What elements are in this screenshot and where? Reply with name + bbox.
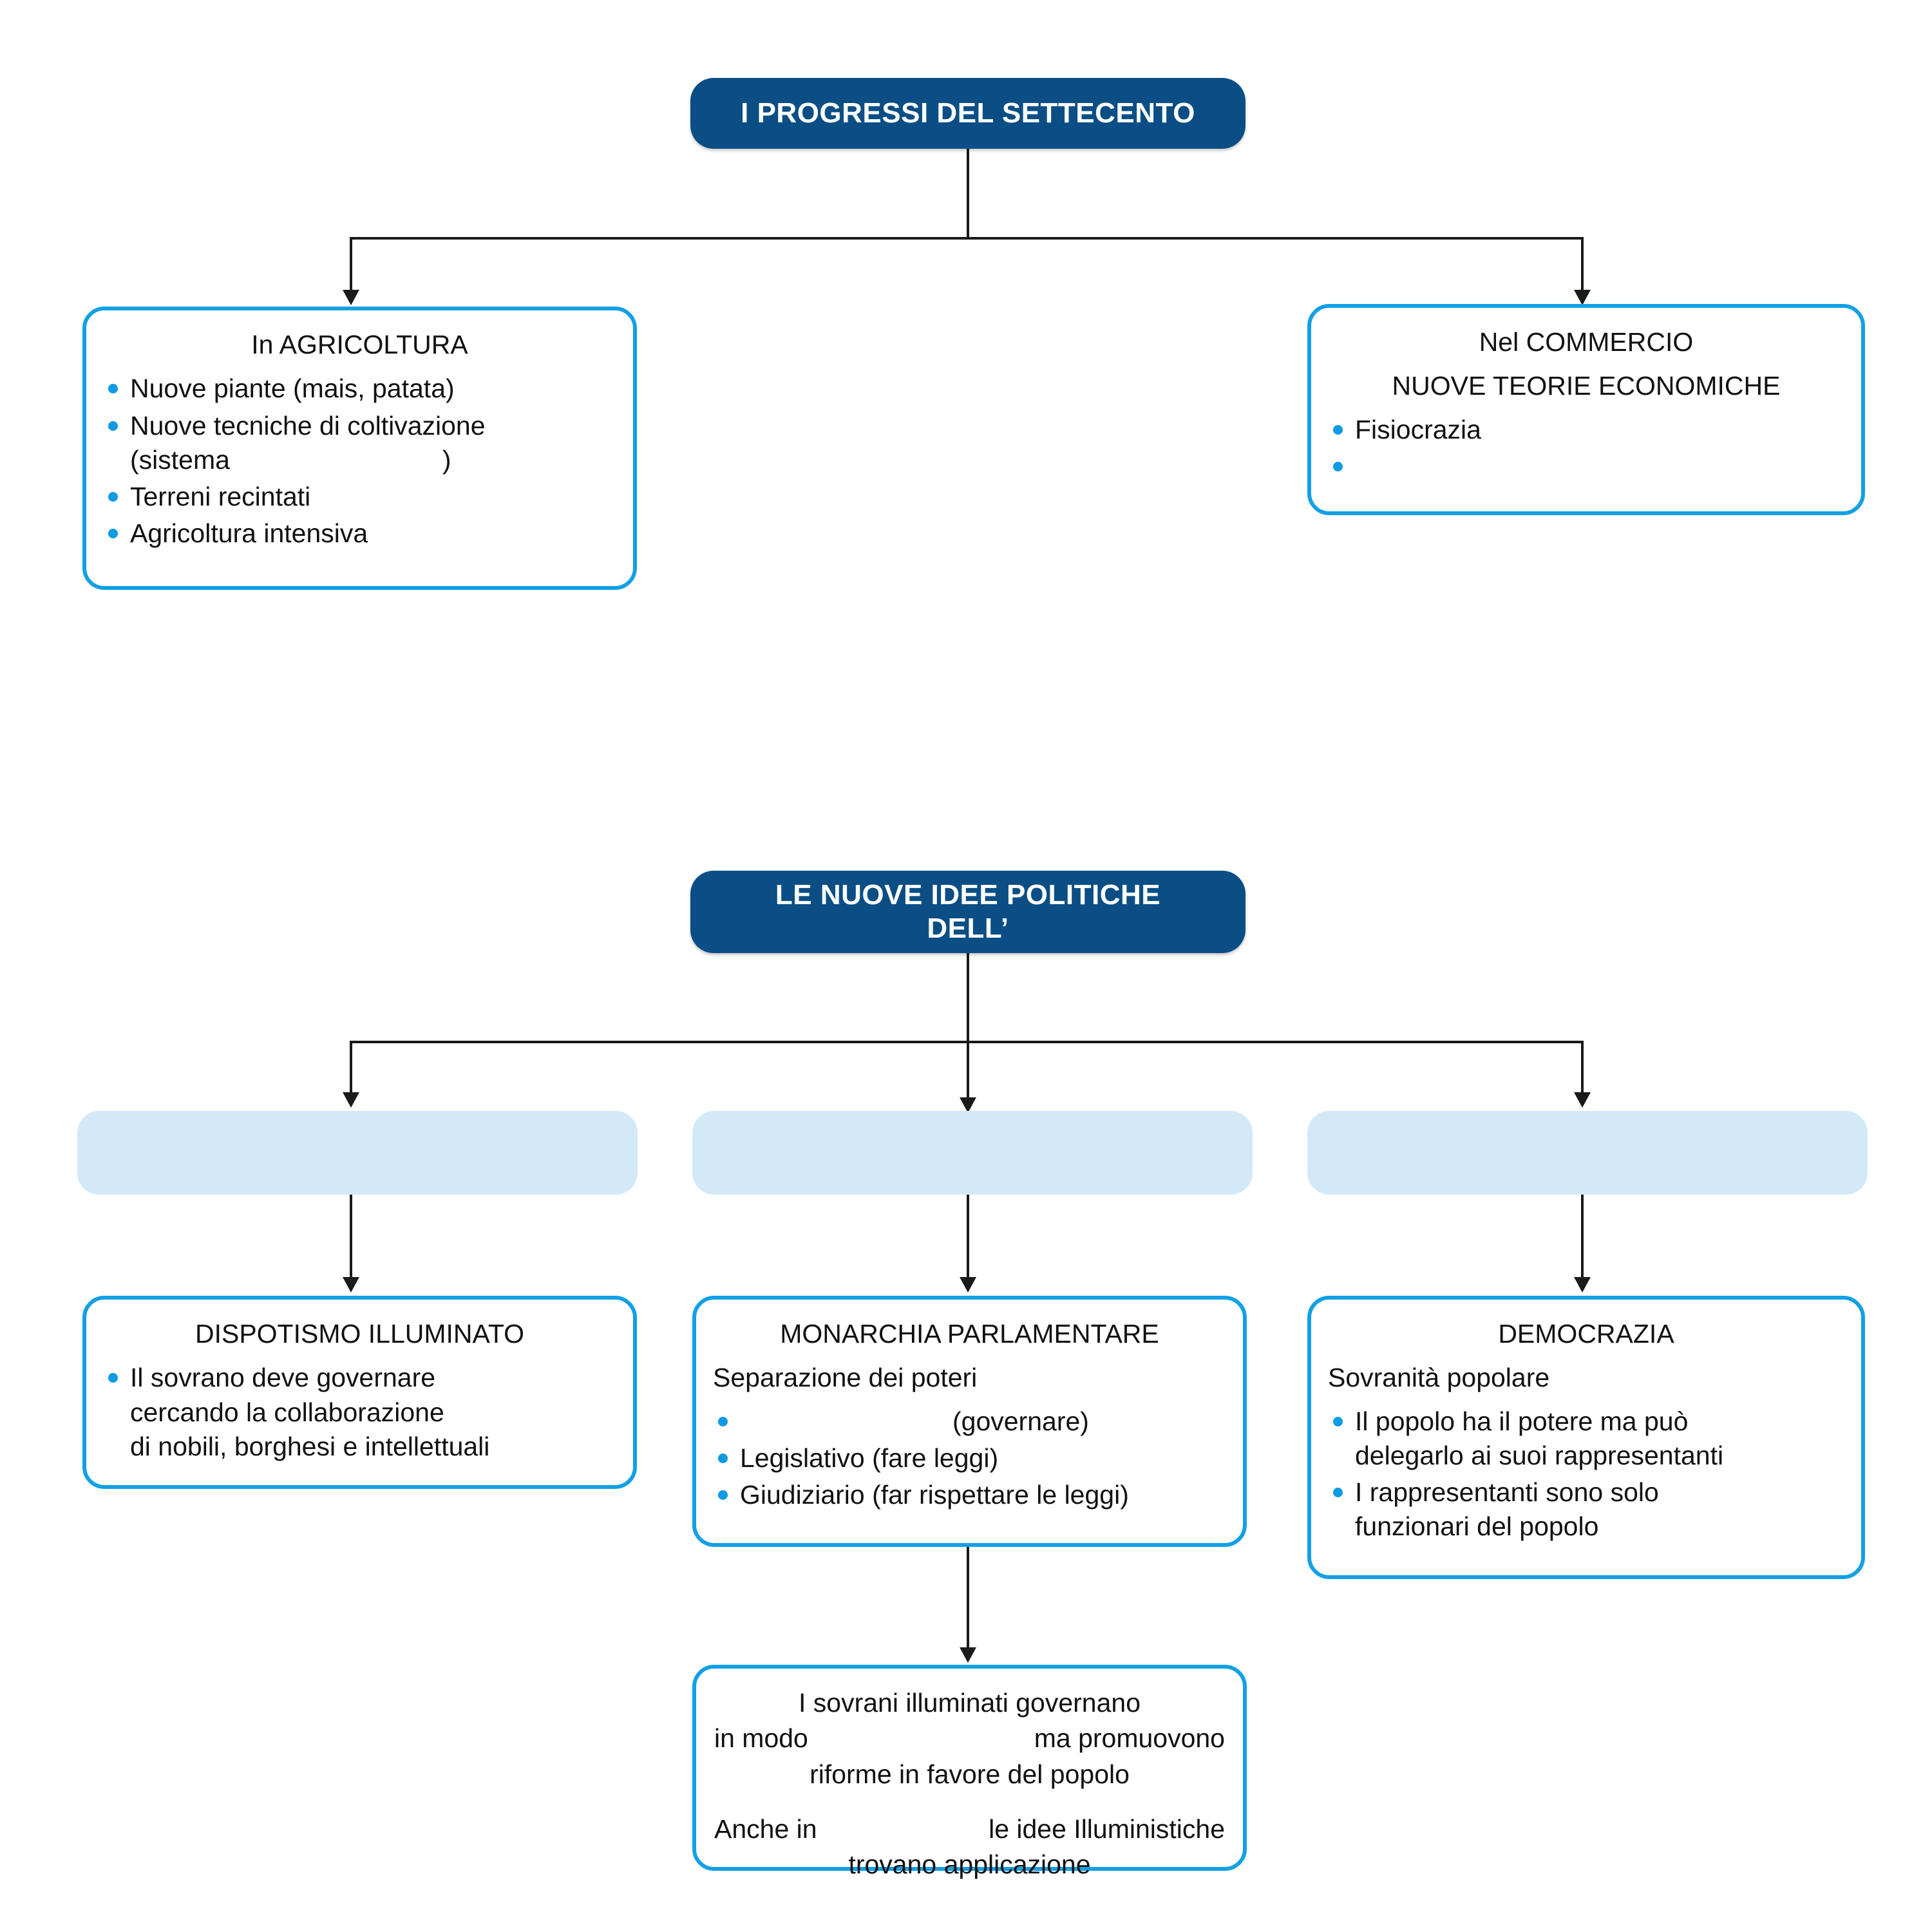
card-dispotismo-title: DISPOTISMO ILLUMINATO	[194, 1319, 525, 1349]
bullet-text	[1355, 450, 1844, 480]
list-item: Giudiziario (far rispettare le leggi)	[713, 1478, 1226, 1512]
pill-left[interactable]	[77, 1111, 638, 1195]
connector-pill-mid-arrow	[960, 1277, 976, 1293]
bullet-text-line2: delegarlo ai suoi rappresentanti	[1355, 1440, 1724, 1470]
card-monarchia-title: MONARCHIA PARLAMENTARE	[780, 1319, 1159, 1349]
bullet-text: Agricoltura intensiva	[130, 518, 368, 549]
connector-s2-right-arrow	[1574, 1092, 1591, 1108]
connector-pill-left-drop	[350, 1195, 352, 1280]
section1-header-title: I PROGRESSI DEL SETTECENTO	[741, 97, 1195, 129]
pill-middle[interactable]	[692, 1111, 1253, 1195]
sovrani-p2-line1-pre: Anche in	[714, 1814, 817, 1844]
connector-s1-left-drop	[350, 237, 352, 292]
card-commercio-title: Nel COMMERCIO	[1479, 327, 1694, 357]
bullet-text: Fisiocrazia	[1355, 414, 1481, 444]
list-item: Fisiocrazia	[1328, 413, 1844, 447]
connector-s2-right-drop	[1581, 1041, 1584, 1095]
bullet-text: Giudiziario (far rispettare le leggi)	[740, 1480, 1129, 1510]
card-dispotismo-bullets: Il sovrano deve governare cercando la co…	[103, 1361, 616, 1464]
bullet-text-line2: cercando la collaborazione	[130, 1397, 444, 1427]
card-monarchia[interactable]: MONARCHIA PARLAMENTARE Separazione dei p…	[692, 1296, 1247, 1547]
bullet-text-line1: Il sovrano deve governare	[130, 1363, 436, 1393]
connector-pill-mid-drop	[967, 1195, 969, 1280]
card-agricoltura-title: In AGRICOLTURA	[251, 330, 468, 359]
connector-pill-left-arrow	[343, 1277, 359, 1293]
list-item-redacted	[1328, 450, 1844, 480]
sovrani-p2-line1: Anche in le idee Illuministiche	[714, 1812, 1225, 1847]
sovrani-p1-line2: in modo ma promuovono	[714, 1721, 1225, 1756]
connector-s2-left-arrow	[343, 1092, 359, 1108]
bullet-text: (governare)	[952, 1406, 1089, 1436]
connector-s2-trunk	[967, 953, 969, 1041]
connector-monarchia-drop	[967, 1547, 969, 1650]
sovrani-p1-line2-post: ma promuovono	[1034, 1723, 1225, 1754]
bullet-text: Legislativo (fare leggi)	[740, 1443, 999, 1473]
connector-s2-left-drop	[350, 1041, 352, 1095]
card-commercio-bullets: Fisiocrazia	[1328, 413, 1844, 480]
bullet-text: Terreni recintati	[130, 482, 311, 512]
list-item: Nuove piante (mais, patata)	[103, 372, 616, 406]
card-democrazia[interactable]: DEMOCRAZIA Sovranità popolare Il popolo …	[1307, 1296, 1865, 1579]
section1-header-box[interactable]: I PROGRESSI DEL SETTECENTO	[690, 78, 1245, 149]
bullet-text-second-line: (sistema)	[130, 444, 451, 475]
card-democrazia-title: DEMOCRAZIA	[1498, 1319, 1674, 1349]
card-democrazia-bullets: Il popolo ha il potere ma può delegarlo …	[1328, 1405, 1844, 1544]
card-agricoltura-bullets: Nuove piante (mais, patata) Nuove tecnic…	[103, 372, 616, 551]
connector-s1-right-arrow	[1574, 290, 1591, 305]
list-item: Agricoltura intensiva	[103, 516, 616, 551]
card-commercio-subtitle: NUOVE TEORIE ECONOMICHE	[1392, 371, 1781, 401]
connector-pill-right-drop	[1581, 1195, 1584, 1280]
sovrani-p2-line1-post: le idee Illuministiche	[989, 1814, 1225, 1844]
bullet-text-line3: di nobili, borghesi e intellettuali	[130, 1431, 490, 1461]
bullet-text-line1: I rappresentanti sono solo	[1355, 1477, 1659, 1508]
list-item: Il sovrano deve governare cercando la co…	[103, 1361, 616, 1464]
connector-s2-mid-drop	[967, 1041, 969, 1100]
card-commercio[interactable]: Nel COMMERCIO NUOVE TEORIE ECONOMICHE Fi…	[1307, 304, 1865, 515]
sovrani-p2-line2: trovano applicazione	[848, 1850, 1091, 1880]
connector-s1-right-drop	[1581, 237, 1584, 292]
sovrani-p1-line1: I sovrani illuminati governano	[799, 1688, 1141, 1718]
list-item: Legislativo (fare leggi)	[713, 1441, 1226, 1475]
section2-header-title-line1: LE NUOVE IDEE POLITICHE	[775, 879, 1161, 911]
connector-s2-mid-arrow	[960, 1097, 976, 1113]
pill-right[interactable]	[1307, 1111, 1868, 1195]
card-dispotismo[interactable]: DISPOTISMO ILLUMINATO Il sovrano deve go…	[82, 1296, 637, 1489]
sovrani-p1-line3: riforme in favore del popolo	[810, 1759, 1130, 1789]
card-agricoltura[interactable]: In AGRICOLTURA Nuove piante (mais, patat…	[82, 307, 637, 590]
list-item: Nuove tecniche di coltivazione (sistema)	[103, 409, 616, 478]
list-item: I rappresentanti sono solo funzionari de…	[1328, 1475, 1844, 1544]
sovrani-p1-line2-pre: in modo	[714, 1723, 808, 1754]
section2-header-title-line2: DELL’	[927, 913, 1009, 944]
bullet-text-line2: funzionari del popolo	[1355, 1511, 1599, 1542]
list-item-redacted: (governare)	[713, 1405, 1226, 1439]
list-item: Il popolo ha il potere ma può delegarlo …	[1328, 1405, 1844, 1473]
connector-s1-bar	[350, 237, 1584, 240]
sovrani-spacer	[714, 1792, 1225, 1812]
card-monarchia-lead: Separazione dei poteri	[713, 1363, 978, 1393]
list-item: Terreni recintati	[103, 480, 616, 514]
card-sovrani-illuminati[interactable]: I sovrani illuminati governano in modo m…	[692, 1665, 1247, 1879]
bullet-text-line1: Il popolo ha il potere ma può	[1355, 1406, 1689, 1436]
bullet-text: Nuove piante (mais, patata)	[130, 374, 455, 404]
connector-s1-left-arrow	[343, 290, 359, 305]
card-monarchia-bullets: (governare) Legislativo (fare leggi) Giu…	[713, 1405, 1226, 1513]
connector-monarchia-arrow	[960, 1647, 976, 1663]
section2-header-box[interactable]: LE NUOVE IDEE POLITICHE DELL’	[690, 871, 1245, 953]
connector-s1-trunk	[967, 149, 969, 237]
connector-pill-right-arrow	[1574, 1277, 1591, 1293]
card-democrazia-lead: Sovranità popolare	[1328, 1363, 1550, 1393]
bullet-text: Nuove tecniche di coltivazione	[130, 410, 486, 440]
